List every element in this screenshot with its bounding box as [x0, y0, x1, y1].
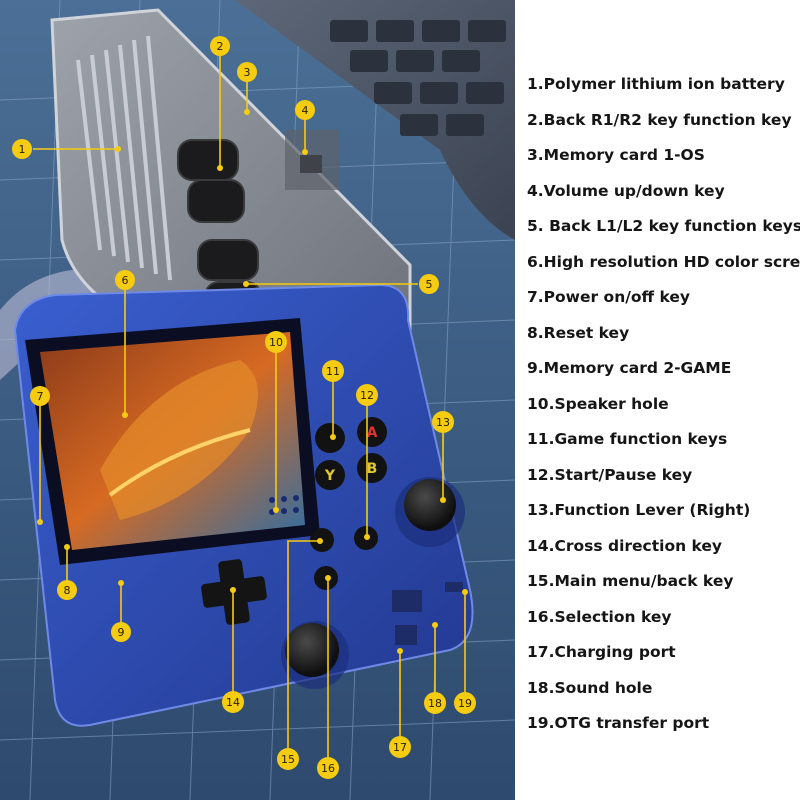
legend-item: 12.Start/Pause key	[527, 465, 693, 484]
callout-10-label: 10	[269, 336, 283, 349]
callout-10: 10	[265, 331, 287, 353]
legend-item: 4.Volume up/down key	[527, 181, 725, 200]
callout-1: 1	[12, 139, 32, 159]
callout-5-label: 5	[426, 278, 433, 291]
callout-7: 7	[30, 386, 50, 406]
legend-item: 11.Game function keys	[527, 430, 728, 448]
legend-item: 9.Memory card 2-GAME	[527, 359, 732, 377]
callout-11-label: 11	[326, 365, 340, 378]
callout-15: 15	[277, 748, 299, 770]
callout-4-label: 4	[302, 104, 309, 117]
callout-5: 5	[419, 274, 439, 294]
legend-item: 6.High resolution HD color screen	[527, 252, 800, 271]
product-photo: A Y B	[0, 0, 515, 800]
callout-13: 13	[432, 411, 454, 433]
callout-7-label: 7	[37, 390, 44, 403]
button-a-label: A	[367, 425, 378, 441]
callout-11: 11	[322, 360, 344, 382]
button-b-label: B	[367, 461, 378, 477]
feature-legend: 1.Polymer lithium ion battery 2.Back R1/…	[527, 73, 800, 748]
callout-6: 6	[115, 270, 135, 290]
callout-17-label: 17	[393, 741, 407, 754]
callout-18-label: 18	[428, 697, 442, 710]
callout-9: 9	[111, 622, 131, 642]
callout-19: 19	[454, 692, 476, 714]
callout-4: 4	[295, 100, 315, 120]
callout-16-label: 16	[321, 762, 335, 775]
legend-item: 16.Selection key	[527, 607, 672, 626]
callout-2: 2	[210, 36, 230, 56]
callout-12: 12	[356, 384, 378, 406]
product-photo-illustration: A Y B	[0, 0, 515, 800]
callout-18: 18	[424, 692, 446, 714]
callout-19-label: 19	[458, 697, 472, 710]
legend-item: 10.Speaker hole	[527, 394, 669, 413]
legend-item: 7.Power on/off key	[527, 288, 691, 306]
callout-12-label: 12	[360, 389, 374, 402]
legend-item: 19.OTG transfer port	[527, 714, 710, 732]
callout-14-label: 14	[226, 696, 240, 709]
callout-16: 16	[317, 757, 339, 779]
callout-13-label: 13	[436, 416, 450, 429]
callout-8-label: 8	[64, 584, 71, 597]
callout-9-label: 9	[118, 626, 125, 639]
legend-item: 5. Back L1/L2 key function keys	[527, 217, 800, 235]
legend-item: 3.Memory card 1-OS	[527, 146, 705, 164]
legend-item: 14.Cross direction key	[527, 536, 723, 555]
callout-1-label: 1	[19, 143, 26, 156]
callout-15-label: 15	[281, 753, 295, 766]
callout-3: 3	[237, 62, 257, 82]
legend-item: 15.Main menu/back key	[527, 572, 734, 590]
callout-2-label: 2	[217, 40, 224, 53]
legend-item: 2.Back R1/R2 key function key	[527, 110, 792, 129]
legend-item: 18.Sound hole	[527, 678, 653, 697]
button-y-label: Y	[324, 468, 336, 484]
callout-8: 8	[57, 580, 77, 600]
callout-6-label: 6	[122, 274, 129, 287]
legend-item: 13.Function Lever (Right)	[527, 501, 751, 519]
callout-markers: 1 2 3 4 5 6 7 8 9 10 11 12 13 14 15 16 1…	[12, 36, 476, 779]
callout-14: 14	[222, 691, 244, 713]
legend-item: 8.Reset key	[527, 323, 630, 342]
callout-3-label: 3	[244, 66, 251, 79]
legend-item: 1.Polymer lithium ion battery	[527, 75, 785, 93]
legend-item: 17.Charging port	[527, 643, 676, 661]
callout-17: 17	[389, 736, 411, 758]
